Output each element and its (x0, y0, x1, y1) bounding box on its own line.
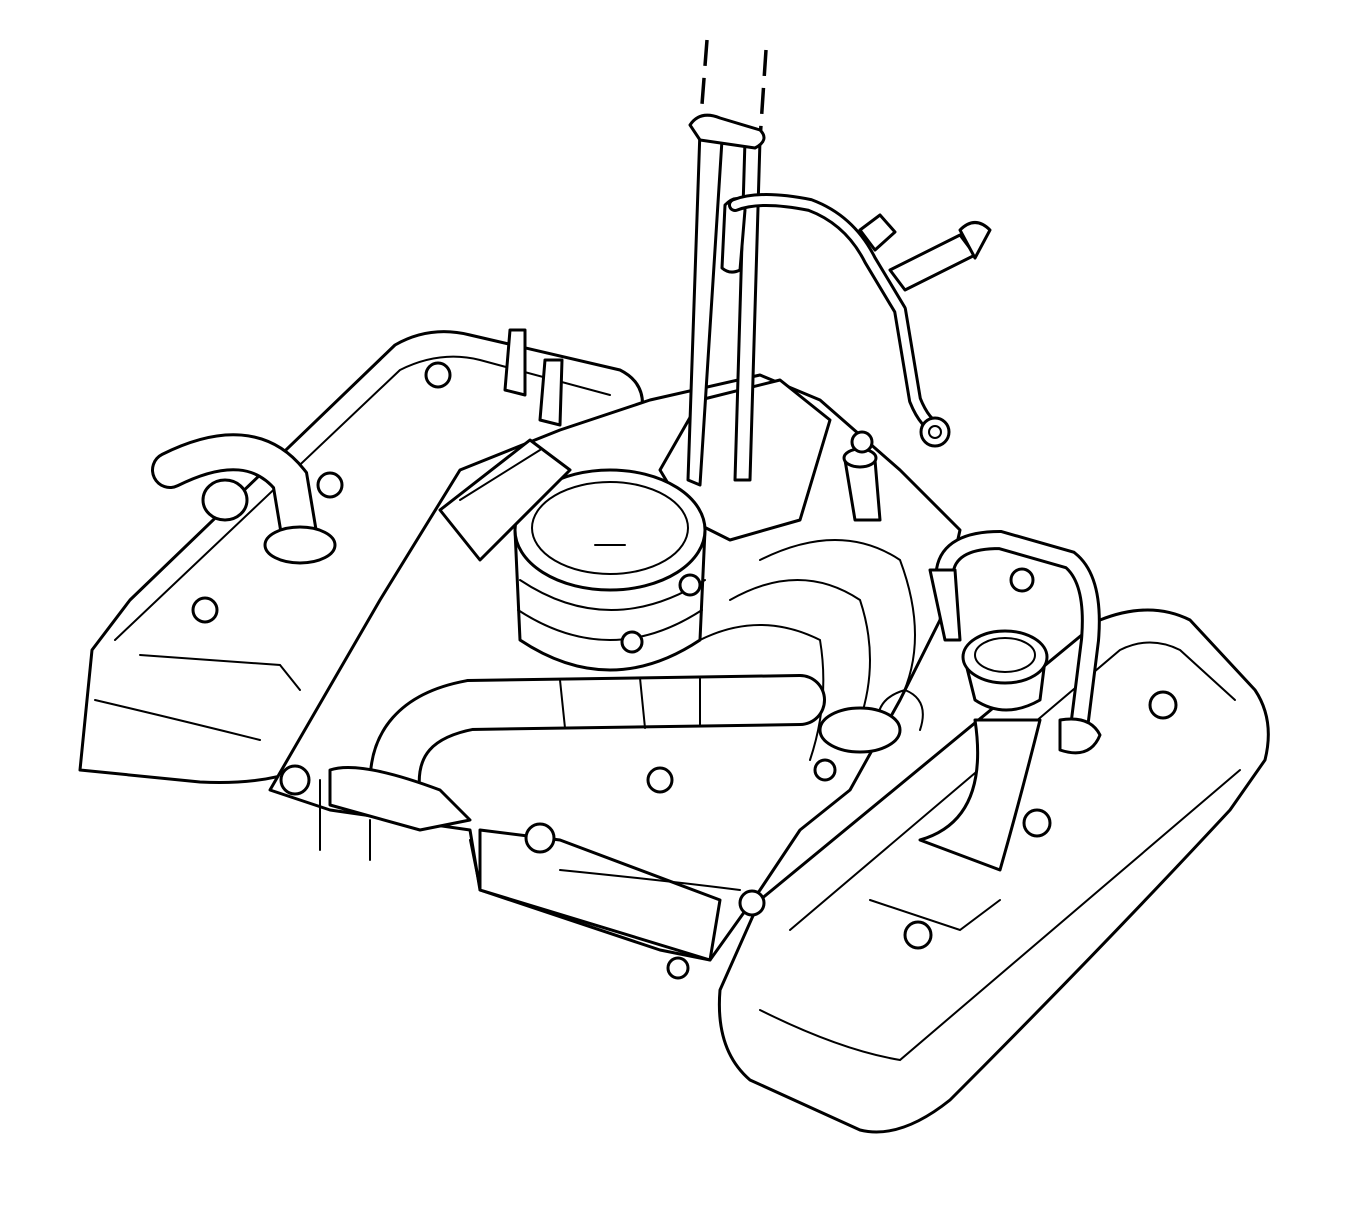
pcv-hose-left (151, 433, 337, 565)
right-valve-cover (717, 608, 1270, 1134)
bolt-icon (850, 430, 874, 454)
bolt-icon (316, 471, 344, 499)
bolt-icon (524, 822, 556, 854)
bolt-icon (678, 573, 702, 597)
bolt-icon (1009, 567, 1035, 593)
pcv-hose-right (503, 328, 1102, 755)
bolt-icon (191, 596, 219, 624)
bolt-icon (620, 630, 644, 654)
bolts (191, 361, 1178, 980)
throttle-position-sensor (438, 438, 572, 562)
bolt-icon (424, 361, 452, 389)
bolt-icon (813, 758, 837, 782)
bolt-icon (1148, 690, 1178, 720)
bolt-icon (903, 920, 933, 950)
bolt-icon (279, 764, 311, 796)
bolt-icon (666, 956, 690, 980)
fuel-feed-pipe (728, 193, 992, 448)
engine-block-lower (319, 688, 924, 891)
bolt-icon (646, 766, 674, 794)
bolt-icon (738, 889, 766, 917)
oil-filler-cap (918, 629, 1049, 872)
oil-level-indicator-tube (686, 39, 768, 487)
bolt-icon (1022, 808, 1052, 838)
coolant-hose (328, 674, 826, 832)
throttle-body (513, 468, 707, 672)
